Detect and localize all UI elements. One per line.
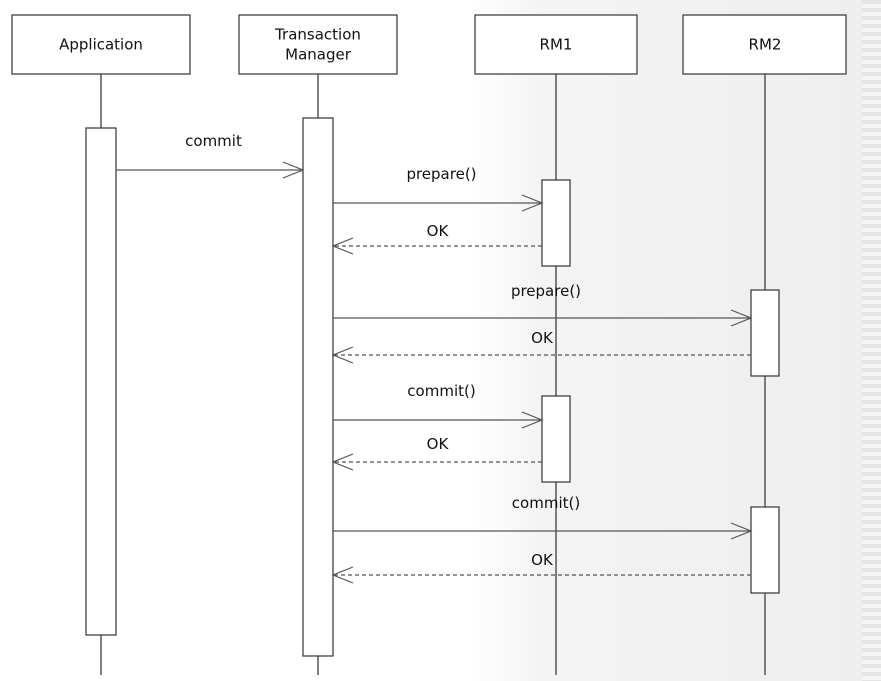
activation-rm2 bbox=[750, 289, 780, 377]
message-label: prepare() bbox=[511, 282, 581, 300]
message-label: OK bbox=[531, 329, 554, 347]
arrowhead bbox=[331, 453, 354, 471]
participant-label-tm: Transaction bbox=[274, 26, 361, 44]
arrowhead bbox=[282, 161, 305, 179]
arrowhead bbox=[331, 237, 354, 255]
participant-label-rm2: RM2 bbox=[749, 36, 782, 54]
participant-box-rm1 bbox=[474, 14, 638, 75]
message-label: OK bbox=[427, 222, 450, 240]
message-label: prepare() bbox=[406, 165, 476, 183]
activation-rm1 bbox=[541, 395, 571, 483]
arrowhead bbox=[331, 566, 354, 584]
message-label: OK bbox=[427, 435, 450, 453]
participant-label-rm1: RM1 bbox=[540, 36, 573, 54]
message-label: commit() bbox=[407, 382, 475, 400]
page-edge bbox=[862, 0, 881, 681]
arrowhead bbox=[331, 346, 354, 364]
arrowhead bbox=[730, 522, 753, 540]
arrowhead bbox=[521, 411, 544, 429]
participant-box-app bbox=[11, 14, 191, 75]
message-label: commit bbox=[185, 132, 242, 150]
activation-app bbox=[85, 127, 117, 636]
arrowhead bbox=[730, 309, 753, 327]
message-label: OK bbox=[531, 551, 554, 569]
participant-box-tm bbox=[238, 14, 398, 75]
participant-label-tm: Manager bbox=[285, 46, 352, 64]
participant-label-app: Application bbox=[59, 36, 143, 54]
message-label: commit() bbox=[512, 494, 580, 512]
arrowhead bbox=[521, 194, 544, 212]
activation-tm bbox=[302, 117, 334, 657]
participant-box-rm2 bbox=[682, 14, 847, 75]
activation-rm1 bbox=[541, 179, 571, 267]
activation-rm2 bbox=[750, 506, 780, 594]
